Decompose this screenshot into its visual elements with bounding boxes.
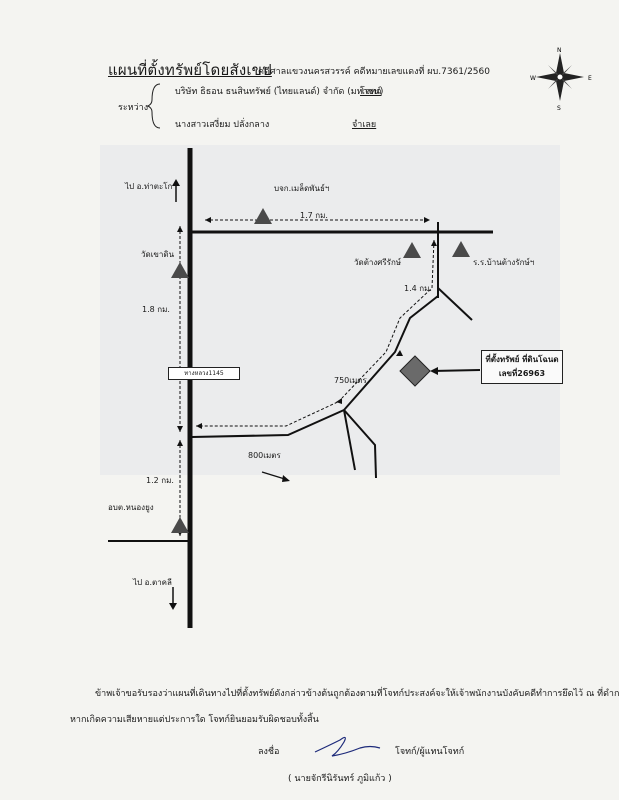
school-label: ร.ร.บ้านต้างรักษ์ฯ	[473, 258, 535, 267]
distance-800: 800เมตร	[248, 451, 281, 460]
branch-road-3	[343, 409, 356, 471]
parcel-line-2: เลขที่26963	[498, 369, 546, 378]
distance-1-4: 1.4 กม.	[404, 284, 432, 293]
distance-1-7: 1.7 กม.	[300, 211, 328, 220]
company-landmark-icon	[254, 208, 272, 224]
obt-label: อบต.หนองยูง	[108, 503, 154, 512]
compass-rose-icon	[536, 53, 584, 101]
branch-road-1	[437, 287, 473, 321]
signature	[314, 736, 381, 757]
wat-tong-label: วัดต้างศรีรักษ์	[354, 258, 402, 267]
parcel-line-1: ที่ตั้งทรัพย์ ที่ดินโฉนด	[485, 355, 559, 364]
route-dashes	[179, 219, 435, 536]
to-north-label: ไป อ.ท่าตะโก	[125, 182, 173, 191]
company-label: บจก.เมล็ดพันธ์ฯ	[274, 184, 330, 193]
defendant-role: จำเลย	[352, 120, 377, 130]
distance-1-2: 1.2 กม.	[146, 476, 174, 485]
distance-1-8: 1.8 กม.	[142, 305, 170, 314]
plaintiff-role: โจทก์	[360, 87, 382, 97]
parcel-pointer	[431, 369, 481, 372]
compass-n: N	[557, 47, 562, 54]
parcel-callout: ที่ตั้งทรัพย์ ที่ดินโฉนด เลขที่26963	[481, 350, 563, 384]
signer-name: ( นายจักรีนิรันทร์ ภูมิแก้ว )	[288, 774, 392, 784]
to-south-label: ไป อ.ตาคลี	[133, 578, 172, 587]
party-bracket	[146, 83, 161, 129]
school-landmark-icon	[452, 241, 470, 257]
statement-line-1: ข้าพเจ้าขอรับรองว่าแผนที่เดินทางไปที่ตั้…	[95, 689, 619, 699]
defendant-name: นางสาวเสงี่ยม ปลั่งกลาง	[175, 120, 270, 130]
signer-role: โจทก์/ผู้แทนโจทก์	[395, 747, 465, 757]
side-road	[191, 409, 345, 438]
sign-label: ลงชื่อ	[258, 747, 280, 757]
obt-landmark-icon	[171, 517, 189, 533]
compass-w: W	[530, 75, 536, 82]
page-title: แผนที่ตั้งทรัพย์โดยสังเขป	[108, 61, 272, 79]
court-case-number: คดีศาลแขวงนครสวรรค์ คดีหมายเลขแดงที่ ผบ.…	[258, 67, 490, 77]
diagonal-road	[343, 295, 439, 411]
branch-road-2	[343, 409, 377, 479]
between-label: ระหว่าง	[118, 103, 149, 113]
temple-khao-din-icon	[171, 262, 189, 278]
distance-750: 750เมตร	[334, 376, 367, 385]
compass-e: E	[588, 75, 592, 82]
wat-khao-din-label: วัดเขาดิน	[141, 250, 175, 259]
temple-tong-icon	[403, 242, 421, 258]
highway-label: ทางหลวง1145	[168, 367, 240, 380]
plaintiff-name: บริษัท ธิธอน ธนสินทรัพย์ (ไทยแลนด์) จำกั…	[175, 87, 384, 97]
statement-line-2: หากเกิดความเสียหายแต่ประการใด โจทก์ยินยอ…	[70, 715, 319, 725]
property-parcel-icon	[399, 355, 431, 387]
compass-s: S	[557, 105, 561, 112]
